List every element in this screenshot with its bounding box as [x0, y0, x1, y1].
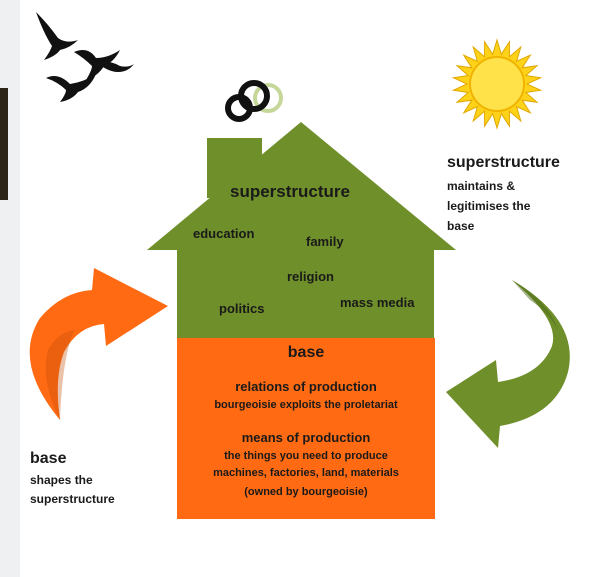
means-line-3: (owned by bourgeoisie) [244, 486, 368, 498]
relations-heading: relations of production [235, 379, 377, 394]
right-note-line-1: maintains & [447, 179, 516, 193]
means-heading: means of production [241, 430, 371, 445]
roof-item-religion: religion [287, 269, 334, 284]
sun-icon [451, 38, 543, 130]
smoke-icon [225, 80, 283, 122]
right-note-line-3: base [447, 219, 475, 233]
roof-item-family: family [306, 234, 344, 249]
means-line-1: the things you need to produce [224, 450, 388, 462]
left-note-line-2: superstructure [30, 492, 115, 506]
house-base [177, 338, 435, 519]
birds-icon [36, 12, 134, 102]
right-note-title: superstructure [447, 154, 560, 171]
relations-text: bourgeoisie exploits the proletariat [214, 399, 398, 411]
right-note-line-2: legitimises the [447, 199, 531, 213]
base-title: base [287, 344, 325, 361]
roof-item-politics: politics [219, 301, 265, 316]
left-note-title: base [30, 450, 67, 467]
arrow-green-icon [446, 280, 570, 448]
roof-item-education: education [193, 226, 255, 241]
roof-item-mass-media: mass media [340, 295, 415, 310]
left-edge-bar [0, 88, 8, 200]
left-note-line-1: shapes the [30, 473, 93, 487]
means-line-2: machines, factories, land, materials [213, 467, 399, 479]
house-roof [147, 122, 456, 340]
sun-disc [469, 56, 525, 112]
superstructure-title: superstructure [230, 182, 350, 201]
arrow-orange-icon [29, 268, 169, 420]
